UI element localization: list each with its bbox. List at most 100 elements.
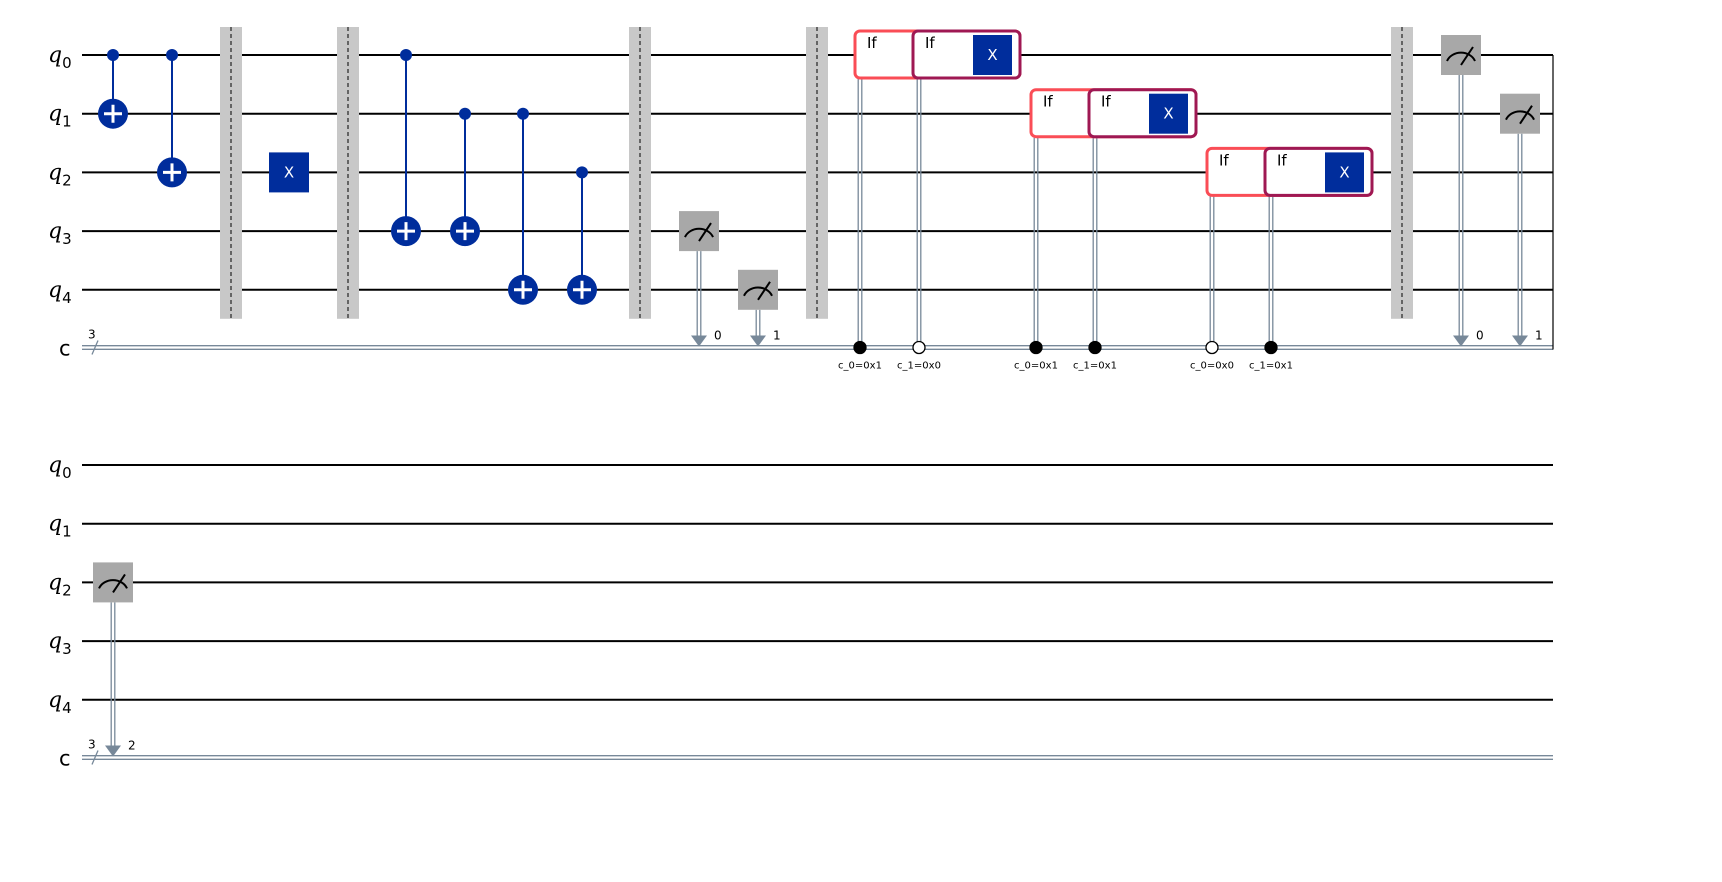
condition-filled-dot [853, 340, 867, 355]
classical-register-label: c [59, 747, 71, 771]
meter-arc-icon [98, 579, 128, 589]
measure-arrow-icon [1453, 335, 1469, 347]
barrier [1391, 27, 1413, 319]
if-outer-label: If [867, 34, 877, 52]
plus-icon [163, 163, 181, 182]
measure-arrow-icon [750, 335, 766, 347]
qubit-index: 3 [62, 640, 72, 658]
measure-clbit-index: 2 [128, 739, 136, 753]
measure-box [679, 211, 719, 252]
qubit-label: q2 [48, 570, 72, 599]
condition-filled-dot [1264, 340, 1278, 355]
x-gate-label: X [987, 46, 997, 64]
barrier [337, 27, 359, 319]
control-dot [459, 107, 471, 120]
control-dot [166, 49, 178, 61]
plus-icon [397, 222, 415, 241]
qubit-label: q4 [48, 278, 72, 307]
measure-gate: 1 [1500, 93, 1543, 347]
if-else-block: c_0=0x0 c_1=0x1 If IfX [1190, 146, 1374, 372]
plus-icon [104, 104, 122, 123]
bus-slash [91, 750, 99, 765]
measure-box [93, 562, 133, 603]
meter-arc-icon [1505, 110, 1535, 121]
barrier-shade [220, 27, 242, 319]
condition-label: c_1=0x1 [1249, 361, 1293, 372]
measure-arrow-icon [105, 745, 121, 757]
measure-gate: 0 [1441, 35, 1484, 347]
condition-label: c_0=0x1 [1014, 361, 1058, 372]
measure-clbit-index: 0 [1476, 329, 1484, 343]
cnot-gate [98, 49, 128, 129]
plus-icon [456, 222, 474, 241]
measure-arrow-icon [691, 335, 707, 347]
qubit-label: q3 [48, 219, 72, 248]
classical-register-size: 3 [88, 328, 96, 342]
measure-box [738, 269, 778, 310]
qubit-index: 0 [62, 464, 72, 482]
qubit-label: q0 [48, 43, 72, 72]
classical-register-label: c [59, 337, 71, 361]
meter-needle-icon [112, 573, 126, 593]
control-dot [400, 49, 412, 61]
if-outer-label: If [1219, 151, 1229, 169]
meter-needle-icon [698, 222, 712, 242]
condition-label: c_1=0x1 [1073, 361, 1117, 372]
control-dot [107, 49, 119, 61]
cnot-gate [391, 49, 421, 247]
measure-clbit-index: 1 [1535, 329, 1543, 343]
cnot-gate [450, 107, 480, 247]
condition-label: c_0=0x0 [1190, 361, 1234, 372]
condition-label: c_0=0x1 [838, 361, 882, 372]
cnot-gate [157, 49, 187, 188]
classical-wire: 3 [82, 738, 1553, 765]
control-dot [576, 166, 588, 179]
x-gate-label: X [1339, 163, 1349, 181]
qubit-label: q3 [48, 629, 72, 658]
qubit-label: q1 [48, 102, 72, 131]
measure-clbit-index: 0 [714, 329, 722, 343]
meter-arc-icon [1446, 51, 1476, 62]
bus-slash [91, 340, 99, 355]
cnot-gate [567, 166, 597, 305]
condition-open-dot [912, 340, 926, 355]
cnot-gate [508, 107, 538, 305]
plus-icon [514, 280, 532, 299]
measure-gate: 0 [679, 211, 722, 347]
qubit-label: q1 [48, 512, 72, 541]
classical-wire: 3 [82, 328, 1553, 355]
if-inner-label: If [1277, 151, 1287, 169]
x-gate-box [269, 152, 309, 193]
meter-needle-icon [1519, 105, 1533, 125]
barrier-shade [1391, 27, 1413, 319]
condition-open-dot [1205, 340, 1219, 355]
meter-needle-icon [1460, 46, 1474, 66]
condition-filled-dot [1029, 340, 1043, 355]
x-gate-label: X [284, 163, 294, 181]
qubit-index: 1 [62, 523, 72, 541]
qubit-index: 3 [62, 230, 72, 248]
qubit-index: 1 [62, 113, 72, 131]
if-outer-label: If [1043, 93, 1053, 111]
barrier-shade [806, 27, 828, 319]
barrier [220, 27, 242, 319]
classical-register-size: 3 [88, 738, 96, 752]
condition-filled-dot [1088, 340, 1102, 355]
qubit-index: 0 [62, 54, 72, 72]
qubit-label: q2 [48, 160, 72, 189]
barrier [629, 27, 651, 319]
barrier-shade [337, 27, 359, 319]
qubit-label: q4 [48, 688, 72, 717]
measure-box [1441, 35, 1481, 75]
measure-arrow-icon [1512, 335, 1528, 347]
control-dot [517, 107, 529, 120]
meter-needle-icon [757, 281, 771, 301]
x-gate-box [1149, 93, 1188, 134]
meter-arc-icon [684, 227, 714, 238]
if-inner-label: If [1101, 93, 1111, 111]
